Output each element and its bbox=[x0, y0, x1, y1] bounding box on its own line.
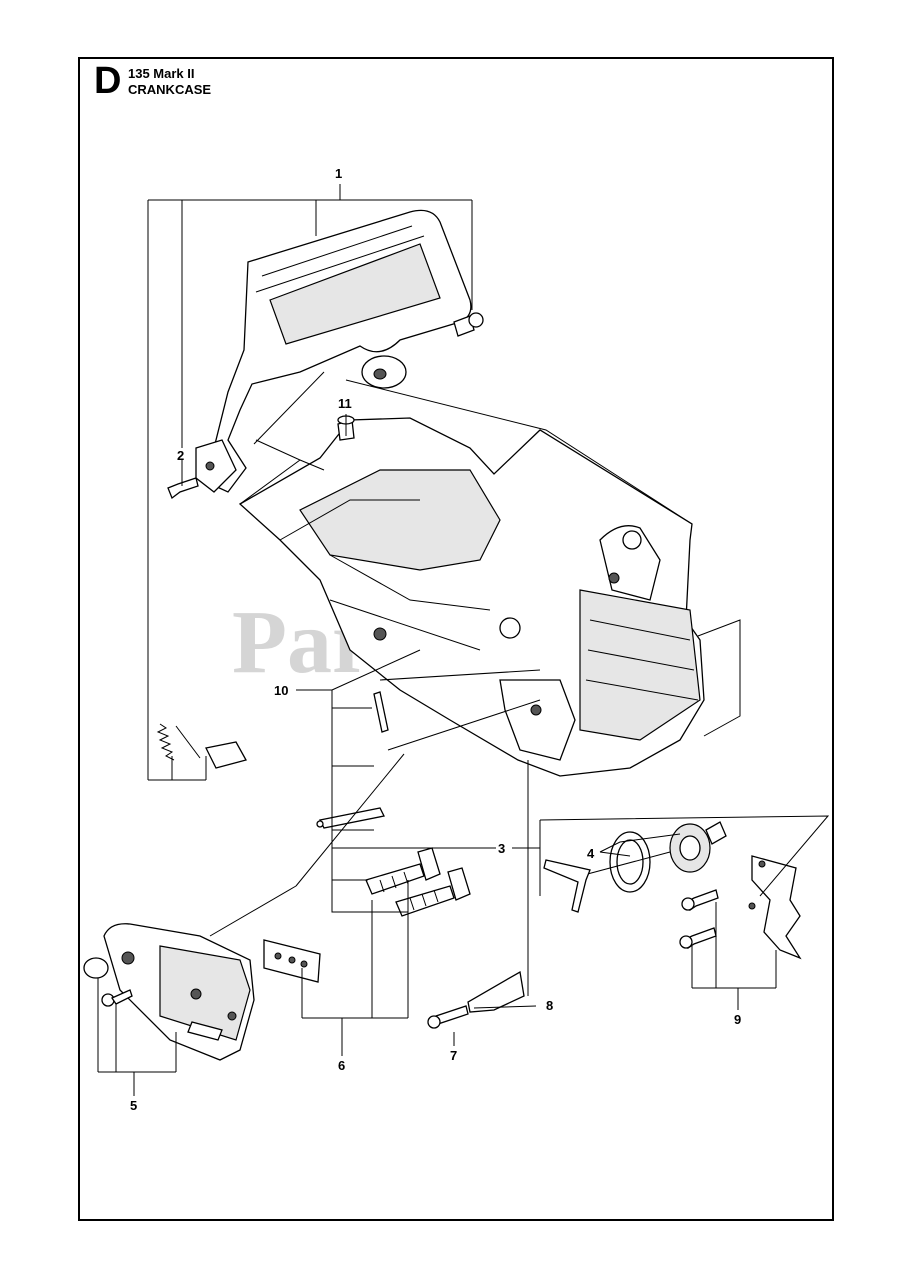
callout-7: 7 bbox=[450, 1048, 457, 1063]
bar-bolt-part bbox=[365, 847, 471, 917]
section-letter: D bbox=[94, 60, 122, 102]
front-handle-part bbox=[167, 209, 484, 500]
callout-6: 6 bbox=[338, 1058, 345, 1073]
callout-2: 2 bbox=[177, 448, 184, 463]
callout-1: 1 bbox=[335, 166, 342, 181]
callout-8: 8 bbox=[546, 998, 553, 1013]
model-name: 135 Mark II bbox=[128, 66, 195, 81]
bar-plate-part bbox=[263, 939, 321, 983]
crankcase-body-part bbox=[238, 415, 705, 777]
chain-catcher-part bbox=[679, 855, 802, 960]
clutch-cover-part bbox=[83, 923, 255, 1061]
callout-4: 4 bbox=[587, 846, 595, 861]
callout-3: 3 bbox=[498, 841, 505, 856]
callout-5: 5 bbox=[130, 1098, 137, 1113]
oil-pump-part bbox=[543, 821, 727, 913]
callout-9: 9 bbox=[734, 1012, 741, 1027]
callout-11: 11 bbox=[338, 396, 352, 411]
callout-labels: 1 2 3 4 5 6 7 8 9 10 11 bbox=[130, 166, 741, 1113]
section-title: CRANKCASE bbox=[128, 82, 212, 97]
callout-10: 10 bbox=[274, 683, 288, 698]
bumper-part bbox=[427, 970, 525, 1029]
leader-lines bbox=[97, 184, 830, 1096]
diagram-frame bbox=[78, 57, 834, 1221]
